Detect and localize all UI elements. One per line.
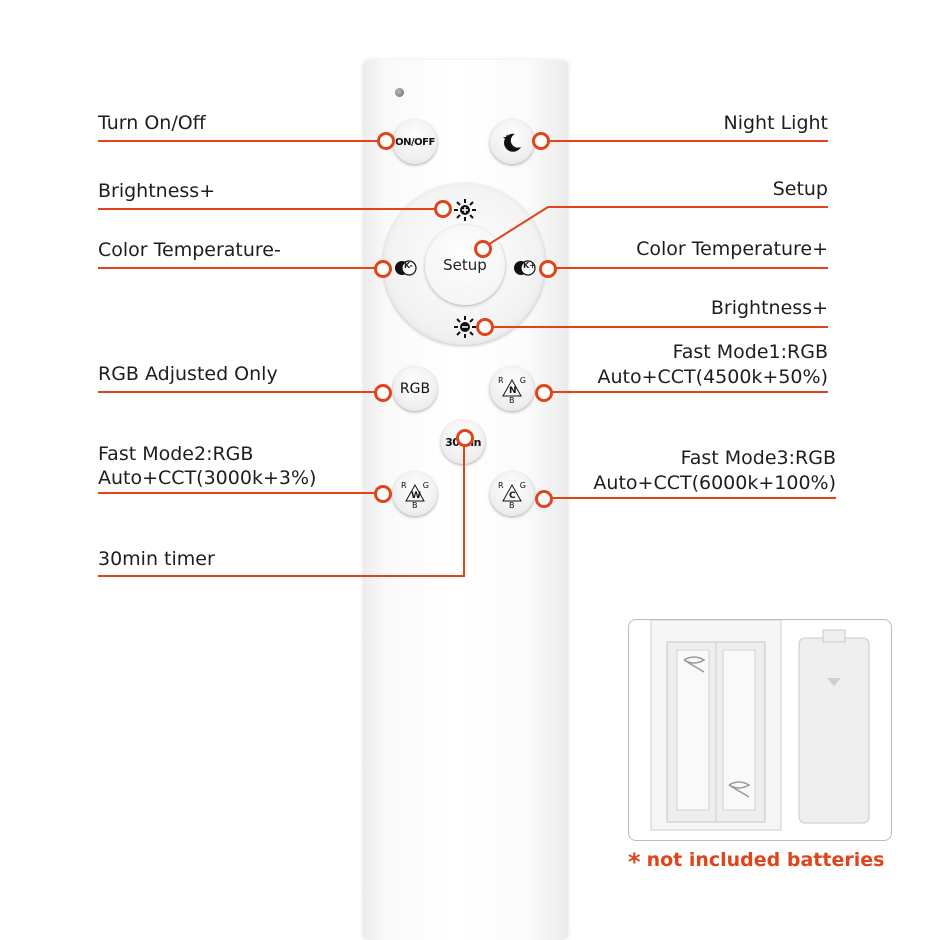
rgb-triangle-icon: R G C B: [497, 479, 527, 510]
brightness-plus-left-label: Brightness+: [98, 180, 216, 202]
brightness-down-icon[interactable]: [453, 315, 477, 339]
rgb-triangle-icon: R G N B: [497, 374, 527, 405]
brightness-up-marker: [434, 200, 452, 218]
g-label: G: [519, 481, 526, 490]
moon-star-icon: [503, 133, 521, 152]
brightness-up-icon[interactable]: [453, 198, 477, 222]
night-light-button[interactable]: [490, 120, 534, 164]
fast-mode2-button[interactable]: R G W B: [393, 472, 437, 516]
fast-mode2-marker: [374, 485, 392, 503]
brightness-plus-right-label: Brightness+: [710, 297, 828, 319]
asterisk-icon: *: [628, 848, 641, 876]
setup-marker: [474, 240, 492, 258]
on-off-marker: [377, 132, 395, 150]
batteries-note-text: not included batteries: [646, 849, 885, 871]
color-temp-plus-icon[interactable]: K+: [513, 260, 537, 276]
rgb-triangle-icon: R G W B: [400, 479, 430, 510]
fast-mode2-label-line2: Auto+CCT(3000k+3%): [98, 467, 317, 489]
on-off-button[interactable]: ON/OFF: [393, 120, 437, 164]
g-label: G: [519, 376, 526, 385]
indicator-led: [395, 88, 404, 97]
setup-label: Setup: [772, 178, 828, 200]
r-label: R: [498, 376, 504, 385]
b-label: B: [412, 501, 418, 510]
fast-mode1-marker: [535, 384, 553, 402]
rgb-adjusted-only-label: RGB Adjusted Only: [98, 363, 278, 385]
fast-mode2-label-line1: Fast Mode2:RGB: [98, 443, 254, 465]
rgb-marker: [374, 384, 392, 402]
color-temp-plus-marker: [539, 260, 557, 278]
color-temp-plus-label: Color Temperature+: [636, 238, 828, 260]
batteries-note: *not included batteries: [628, 848, 884, 876]
fast-mode3-label-line1: Fast Mode3:RGB: [680, 447, 836, 469]
color-temp-minus-icon[interactable]: K-: [394, 260, 418, 276]
k-plus-label: K+: [523, 261, 536, 270]
b-label: B: [509, 501, 515, 510]
timer-label: 30min timer: [98, 548, 215, 570]
color-temp-minus-marker: [374, 260, 392, 278]
timer-marker: [456, 429, 474, 447]
r-label: R: [498, 481, 504, 490]
fast-mode1-button[interactable]: R G N B: [490, 367, 534, 411]
setup-button[interactable]: Setup: [425, 225, 505, 305]
battery-compartment-image: [650, 620, 870, 831]
turn-on-off-label: Turn On/Off: [98, 112, 206, 134]
on-off-button-label: ON/OFF: [395, 136, 435, 148]
fast-mode3-marker: [535, 490, 553, 508]
brightness-down-marker: [476, 318, 494, 336]
fast-mode1-label-line2: Auto+CCT(4500k+50%): [597, 366, 828, 388]
color-temp-minus-label: Color Temperature-: [98, 239, 281, 261]
mode-w-label: W: [411, 491, 421, 501]
battery-compartment-inset: [628, 619, 892, 841]
mode-n-label: N: [509, 386, 517, 396]
rgb-button[interactable]: RGB: [393, 367, 437, 411]
fast-mode3-button[interactable]: R G C B: [490, 472, 534, 516]
setup-button-label: Setup: [443, 256, 487, 274]
r-label: R: [401, 481, 407, 490]
b-label: B: [509, 396, 515, 405]
fast-mode3-label-line2: Auto+CCT(6000k+100%): [593, 472, 836, 494]
mode-c-label: C: [509, 491, 516, 501]
fast-mode1-label-line1: Fast Mode1:RGB: [672, 341, 828, 363]
night-light-marker: [532, 132, 550, 150]
rgb-button-label: RGB: [399, 381, 431, 397]
g-label: G: [422, 481, 429, 490]
night-light-label: Night Light: [723, 112, 829, 134]
k-minus-label: K-: [404, 261, 413, 270]
